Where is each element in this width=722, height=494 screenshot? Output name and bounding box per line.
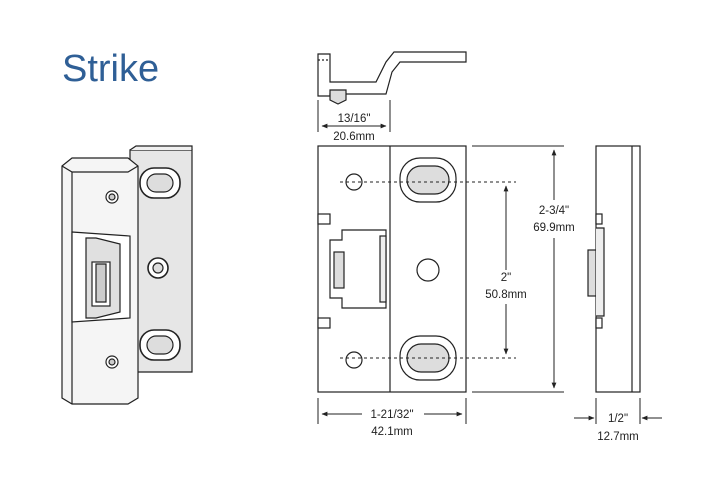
height-mm-label: 69.9mm xyxy=(533,222,575,234)
top-width-mm-label: 20.6mm xyxy=(333,131,375,143)
strike-iso-view xyxy=(61,145,193,405)
height-inch-label: 2-3/4" xyxy=(539,205,569,217)
depth-mm-label: 12.7mm xyxy=(597,431,639,443)
width-inch-label: 1-21/32" xyxy=(370,409,413,421)
width-mm-label: 42.1mm xyxy=(371,426,413,438)
hole-spacing-mm-label: 50.8mm xyxy=(485,289,527,301)
page-title: Strike xyxy=(62,48,160,90)
depth-inch-label: 1/2" xyxy=(608,413,628,425)
hole-spacing-inch-label: 2" xyxy=(501,272,511,284)
front-view xyxy=(317,145,467,393)
top-view xyxy=(317,51,467,105)
top-width-inch-label: 13/16" xyxy=(338,113,371,125)
side-view xyxy=(587,145,641,393)
